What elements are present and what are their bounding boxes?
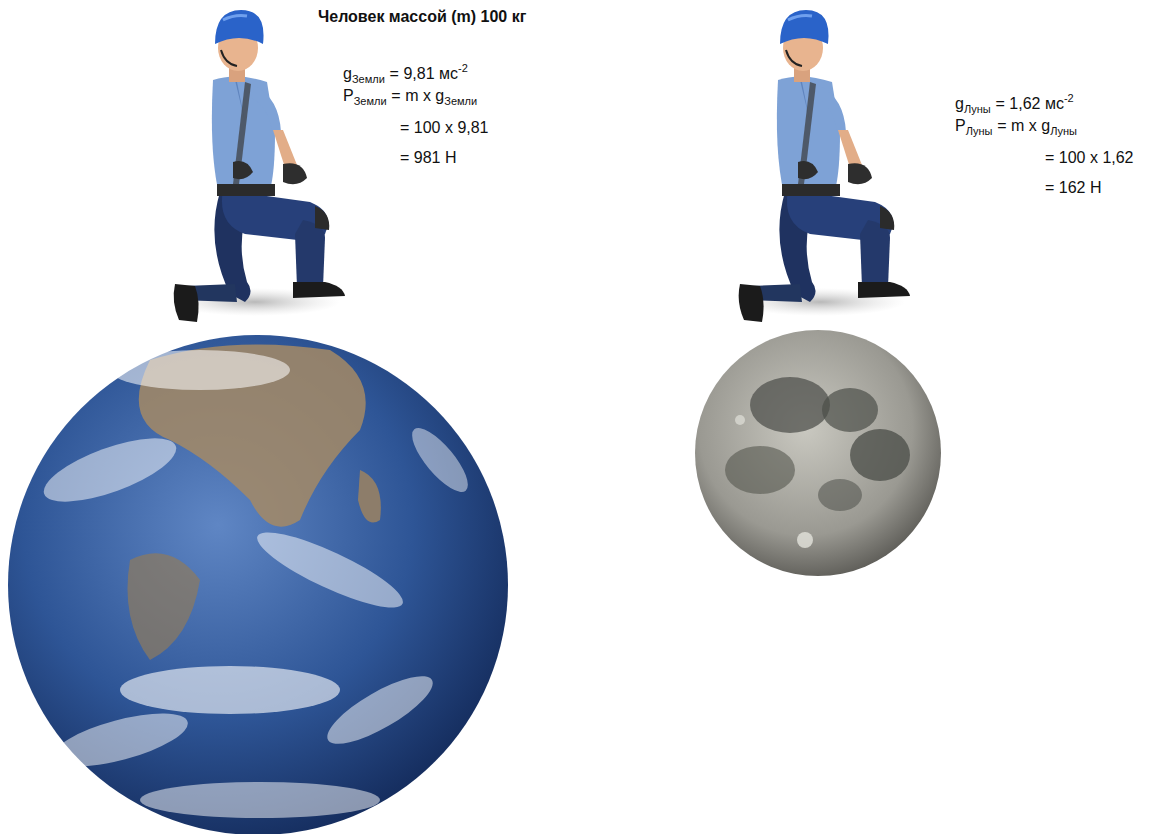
subscript-text: Земли xyxy=(352,73,385,85)
man-figure xyxy=(170,10,345,322)
subscript-text: Земли xyxy=(444,95,477,107)
subscript-text: Луны xyxy=(1050,125,1077,137)
subscript-text: Луны xyxy=(966,125,993,137)
earth xyxy=(8,335,508,834)
formula-line: PЗемли= m x gЗемли xyxy=(343,86,477,111)
formula-text: = m x g xyxy=(391,87,444,104)
formula-text: = 100 x 1,62 xyxy=(1045,149,1134,166)
formula-line: PЛуны= m x gЛуны xyxy=(955,116,1077,141)
formula-text: g xyxy=(343,65,352,82)
formula-line: = 162 Н xyxy=(1045,178,1101,198)
formula-text: = 100 x 9,81 xyxy=(400,119,489,136)
formula-text: P xyxy=(955,117,966,134)
formula-line: = 981 Н xyxy=(400,148,456,168)
formula-line: gЛуны = 1,62 мс-2 xyxy=(955,88,1074,119)
superscript-text: -2 xyxy=(458,62,468,74)
moon xyxy=(695,330,941,576)
formula-line: = 100 x 1,62 xyxy=(1045,148,1134,168)
formula-text: = 162 Н xyxy=(1045,179,1101,196)
man-figure xyxy=(735,10,910,322)
subscript-text: Луны xyxy=(964,103,991,115)
formula-text: = m x g xyxy=(997,117,1050,134)
superscript-text: -2 xyxy=(1064,92,1074,104)
title: Человек массой (m) 100 кг xyxy=(318,8,526,26)
subscript-text: Земли xyxy=(354,95,387,107)
formula-line: = 100 x 9,81 xyxy=(400,118,489,138)
formula-text: = 9,81 мс xyxy=(390,65,458,82)
formula-line: gЗемли = 9,81 мс-2 xyxy=(343,58,468,89)
formula-text: = 981 Н xyxy=(400,149,456,166)
formula-text: = 1,62 мс xyxy=(996,95,1064,112)
formula-text: g xyxy=(955,95,964,112)
formula-text: P xyxy=(343,87,354,104)
